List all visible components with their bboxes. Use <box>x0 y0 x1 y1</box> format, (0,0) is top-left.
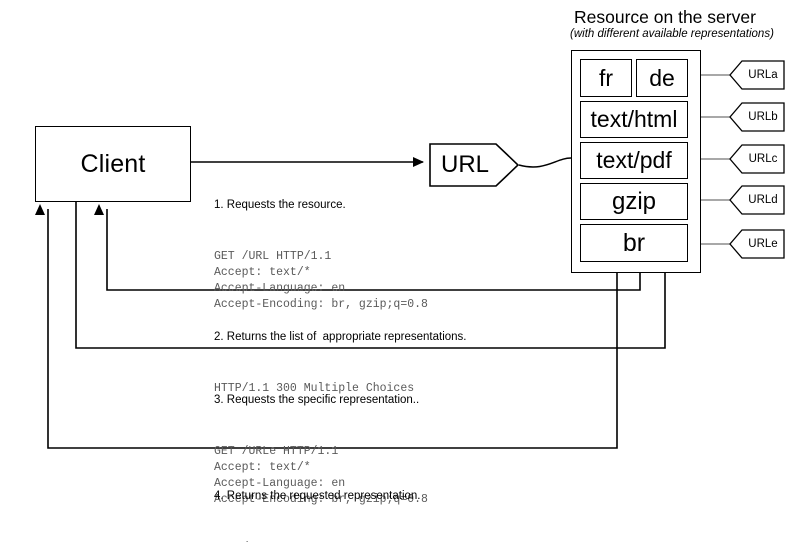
server-subtitle: (with different available representation… <box>570 28 774 40</box>
representation-text-pdf[interactable]: text/pdf <box>580 142 688 179</box>
message-returns-requested-representation: 4. Returns the requested representation.… <box>214 453 421 542</box>
representation-br[interactable]: br <box>580 224 688 262</box>
server-title: Resource on the server <box>574 7 756 27</box>
message-1-heading: 1. Requests the resource. <box>214 199 346 211</box>
representation-text-html[interactable]: text/html <box>580 101 688 138</box>
wire-url-to-server <box>518 157 572 168</box>
representation-fr-label: fr <box>598 64 614 91</box>
url-tag-shape <box>729 60 785 90</box>
representation-de[interactable]: de <box>636 59 688 97</box>
url-tag-urla-label: URLa <box>748 69 778 81</box>
client-node[interactable]: Client <box>35 126 191 202</box>
representation-gzip-label: gzip <box>611 187 657 215</box>
url-tag-shape <box>729 229 785 259</box>
url-tag-shape <box>729 102 785 132</box>
representation-text-pdf-label: text/pdf <box>596 147 672 173</box>
url-tag-urlc-label: URLc <box>748 153 778 165</box>
url-tag-urle-label: URLe <box>748 238 778 250</box>
server-resource-box: fr de text/html text/pdf gzip br <box>571 50 701 273</box>
url-tag-urld-label: URLd <box>748 194 778 206</box>
url-tag-urlc[interactable]: URLc <box>729 144 785 174</box>
url-pentagon-shape <box>429 143 520 187</box>
url-tag-urld[interactable]: URLd <box>729 185 785 215</box>
message-request-specific-representation: 3. Requests the specific representation.… <box>214 357 428 542</box>
url-tag-urla[interactable]: URLa <box>729 60 785 90</box>
message-returns-representation-list: 2. Returns the list of appropriate repre… <box>214 294 467 433</box>
representation-fr[interactable]: fr <box>580 59 632 97</box>
representation-gzip[interactable]: gzip <box>580 183 688 220</box>
client-label: Client <box>80 149 146 178</box>
message-1-body: GET /URL HTTP/1.1 Accept: text/* Accept-… <box>214 250 428 311</box>
url-node[interactable]: URL <box>429 143 520 187</box>
representation-text-html-label: text/html <box>590 106 678 132</box>
representation-br-label: br <box>622 228 646 257</box>
message-2-heading: 2. Returns the list of appropriate repre… <box>214 331 467 343</box>
url-tag-urlb[interactable]: URLb <box>729 102 785 132</box>
representation-de-label: de <box>649 64 675 91</box>
url-tag-urle[interactable]: URLe <box>729 229 785 259</box>
message-3-heading: 3. Requests the specific representation.… <box>214 394 420 406</box>
message-request-resource: 1. Requests the resource. GET /URL HTTP/… <box>214 162 428 349</box>
message-3-body: GET /URLe HTTP/1.1 Accept: text/* Accept… <box>214 445 428 506</box>
url-tag-urlb-label: URLb <box>748 111 778 123</box>
message-4-heading: 4. Returns the requested representation. <box>214 490 421 502</box>
message-2-body: HTTP/1.1 300 Multiple Choices <box>214 382 415 395</box>
url-tag-shape <box>729 185 785 215</box>
url-node-label: URL <box>440 151 489 178</box>
url-tag-shape <box>729 144 785 174</box>
